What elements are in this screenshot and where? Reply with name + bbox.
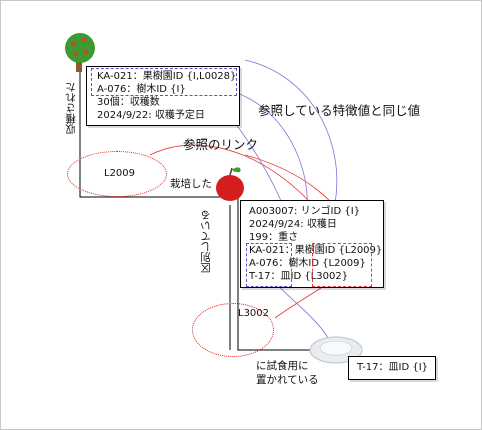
- link-l3002-label: L3002: [238, 308, 270, 319]
- link-l2009-label: L2009: [104, 168, 136, 179]
- relation-harvested-label: 収穫された: [65, 82, 77, 135]
- apple-id: A003007: リンゴID {I}: [249, 206, 361, 217]
- harvest-id-highlight: [91, 68, 237, 96]
- apple-orchard-id: KA-021：果樹園ID {L2009}: [249, 245, 383, 256]
- plate-id: T-17：皿ID {I}: [357, 362, 429, 373]
- relation-placed-line1: に試食用に: [256, 360, 309, 372]
- apple-harvest-date: 2024/9/24: 収穫日: [249, 219, 337, 230]
- harvest-tree-id: A-076：樹木ID {I}: [97, 84, 186, 95]
- apple-icon: [216, 167, 244, 201]
- harvest-record-card: KA-021：果樹園ID {I,L0028} A-076：樹木ID {I} 30…: [86, 66, 240, 126]
- apple-link-highlight: [312, 243, 372, 287]
- plate-record-card: T-17：皿ID {I}: [348, 356, 436, 380]
- apple-weight: 199：重さ: [249, 232, 299, 243]
- harvest-count: 30個：収穫数: [97, 97, 160, 108]
- apple-attribute-highlight: [246, 243, 292, 287]
- relation-placed-line2: 置かれている: [256, 374, 319, 386]
- apple-tree-id: A-076：樹木ID {L2009}: [249, 258, 366, 269]
- harvest-orchard-id: KA-021：果樹園ID {I,L0028}: [97, 71, 237, 82]
- reference-link-caption: 参照のリンク: [183, 137, 259, 152]
- apple-plate-id: T-17：皿ID {L3002}: [249, 271, 349, 282]
- relation-cultivated-label: 栽培した: [170, 178, 212, 190]
- harvest-planned-date: 2024/9/22: 収穫予定日: [97, 110, 205, 121]
- link-l3002-oval: [192, 303, 274, 357]
- relation-distinguished-label: 区別している: [200, 210, 212, 273]
- tree-icon: [65, 33, 95, 72]
- link-l2009-oval: [67, 151, 167, 197]
- same-value-caption: 参照している特徴値と同じ値: [258, 103, 421, 118]
